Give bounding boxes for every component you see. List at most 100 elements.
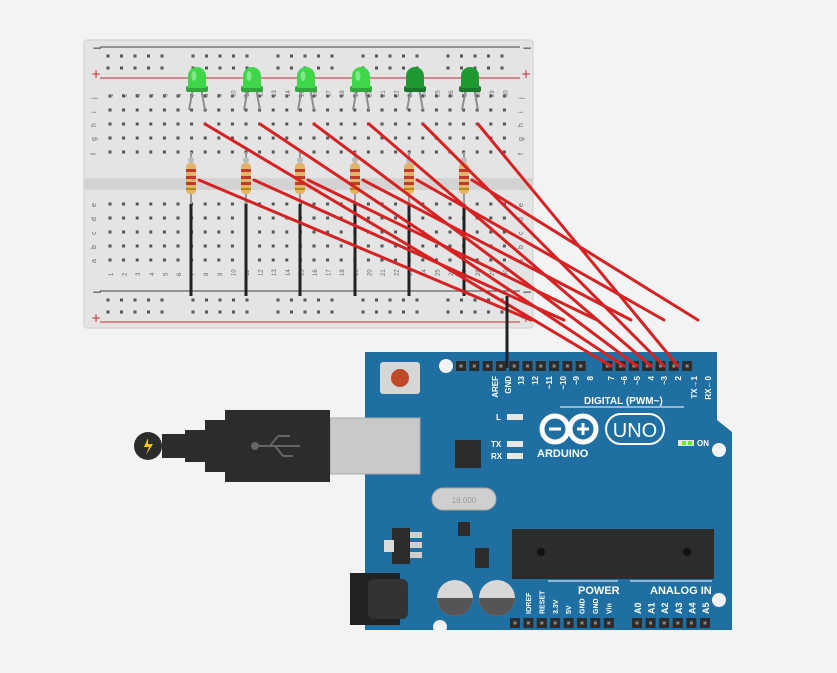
breadboard-hole[interactable] bbox=[394, 230, 398, 234]
breadboard-hole[interactable] bbox=[217, 244, 221, 248]
breadboard-hole[interactable] bbox=[312, 216, 316, 220]
breadboard-hole[interactable] bbox=[276, 310, 280, 314]
breadboard-hole[interactable] bbox=[190, 108, 194, 112]
breadboard-hole[interactable] bbox=[160, 310, 164, 314]
breadboard-hole[interactable] bbox=[190, 136, 194, 140]
breadboard-hole[interactable] bbox=[394, 108, 398, 112]
breadboard-hole[interactable] bbox=[415, 298, 419, 302]
breadboard-hole[interactable] bbox=[312, 244, 316, 248]
breadboard-hole[interactable] bbox=[162, 122, 166, 126]
breadboard-hole[interactable] bbox=[339, 108, 343, 112]
breadboard-hole[interactable] bbox=[339, 136, 343, 140]
breadboard-hole[interactable] bbox=[380, 244, 384, 248]
breadboard-hole[interactable] bbox=[434, 230, 438, 234]
breadboard-hole[interactable] bbox=[160, 298, 164, 302]
breadboard-hole[interactable] bbox=[473, 298, 477, 302]
breadboard-hole[interactable] bbox=[326, 216, 330, 220]
breadboard-hole[interactable] bbox=[434, 202, 438, 206]
breadboard-hole[interactable] bbox=[361, 310, 365, 314]
breadboard-hole[interactable] bbox=[402, 66, 405, 70]
breadboard-hole[interactable] bbox=[326, 150, 330, 154]
breadboard-hole[interactable] bbox=[149, 244, 153, 248]
breadboard-hole[interactable] bbox=[122, 244, 126, 248]
breadboard-hole[interactable] bbox=[434, 258, 438, 262]
breadboard-hole[interactable] bbox=[258, 244, 262, 248]
breadboard-hole[interactable] bbox=[290, 298, 293, 302]
breadboard-hole[interactable] bbox=[149, 230, 153, 234]
breadboard-hole[interactable] bbox=[230, 150, 234, 154]
breadboard-hole[interactable] bbox=[176, 202, 180, 206]
breadboard-hole[interactable] bbox=[475, 136, 479, 140]
breadboard-hole[interactable] bbox=[394, 122, 398, 126]
breadboard-hole[interactable] bbox=[339, 258, 343, 262]
breadboard-hole[interactable] bbox=[271, 258, 275, 262]
breadboard-hole[interactable] bbox=[203, 202, 207, 206]
breadboard-hole[interactable] bbox=[330, 54, 334, 58]
breadboard-hole[interactable] bbox=[135, 94, 139, 98]
breadboard-hole[interactable] bbox=[217, 216, 221, 220]
reset-button[interactable] bbox=[380, 362, 420, 394]
breadboard-hole[interactable] bbox=[106, 310, 110, 314]
breadboard-hole[interactable] bbox=[276, 298, 280, 302]
breadboard-hole[interactable] bbox=[502, 150, 506, 154]
breadboard-hole[interactable] bbox=[353, 136, 357, 140]
breadboard-hole[interactable] bbox=[290, 66, 293, 70]
breadboard-hole[interactable] bbox=[149, 136, 153, 140]
breadboard-hole[interactable] bbox=[108, 94, 112, 98]
breadboard-hole[interactable] bbox=[203, 258, 207, 262]
resistor[interactable] bbox=[241, 152, 251, 204]
breadboard-hole[interactable] bbox=[366, 216, 370, 220]
breadboard-hole[interactable] bbox=[375, 310, 378, 314]
breadboard-hole[interactable] bbox=[190, 122, 194, 126]
breadboard-hole[interactable] bbox=[258, 94, 262, 98]
breadboard-hole[interactable] bbox=[500, 54, 504, 58]
breadboard-hole[interactable] bbox=[402, 54, 405, 58]
breadboard-hole[interactable] bbox=[434, 108, 438, 112]
breadboard-hole[interactable] bbox=[339, 122, 343, 126]
breadboard-hole[interactable] bbox=[120, 310, 123, 314]
breadboard-hole[interactable] bbox=[394, 94, 398, 98]
breadboard-hole[interactable] bbox=[388, 298, 392, 302]
breadboard-hole[interactable] bbox=[415, 310, 419, 314]
breadboard-hole[interactable] bbox=[230, 258, 234, 262]
breadboard-hole[interactable] bbox=[271, 216, 275, 220]
breadboard-hole[interactable] bbox=[258, 136, 262, 140]
signal-wire[interactable] bbox=[415, 178, 666, 322]
breadboard-hole[interactable] bbox=[366, 244, 370, 248]
breadboard-hole[interactable] bbox=[394, 244, 398, 248]
signal-wires[interactable] bbox=[197, 122, 700, 368]
breadboard-hole[interactable] bbox=[285, 202, 289, 206]
breadboard-hole[interactable] bbox=[339, 244, 343, 248]
breadboard-hole[interactable] bbox=[149, 94, 153, 98]
breadboard-hole[interactable] bbox=[217, 108, 221, 112]
breadboard-hole[interactable] bbox=[502, 108, 506, 112]
breadboard-hole[interactable] bbox=[122, 258, 126, 262]
breadboard-hole[interactable] bbox=[339, 150, 343, 154]
breadboard-hole[interactable] bbox=[502, 230, 506, 234]
breadboard-hole[interactable] bbox=[475, 230, 479, 234]
breadboard-hole[interactable] bbox=[191, 310, 195, 314]
breadboard-hole[interactable] bbox=[258, 230, 262, 234]
breadboard-hole[interactable] bbox=[149, 258, 153, 262]
breadboard-hole[interactable] bbox=[475, 258, 479, 262]
breadboard-hole[interactable] bbox=[388, 310, 392, 314]
breadboard-hole[interactable] bbox=[135, 230, 139, 234]
breadboard-hole[interactable] bbox=[402, 298, 405, 302]
breadboard-hole[interactable] bbox=[122, 230, 126, 234]
breadboard-hole[interactable] bbox=[218, 66, 222, 70]
breadboard-hole[interactable] bbox=[245, 54, 249, 58]
breadboard-hole[interactable] bbox=[285, 94, 289, 98]
breadboard-hole[interactable] bbox=[473, 310, 477, 314]
breadboard-hole[interactable] bbox=[448, 258, 452, 262]
breadboard-hole[interactable] bbox=[276, 54, 280, 58]
breadboard-hole[interactable] bbox=[285, 230, 289, 234]
breadboard-hole[interactable] bbox=[218, 310, 222, 314]
breadboard-hole[interactable] bbox=[122, 136, 126, 140]
led[interactable] bbox=[241, 67, 263, 111]
breadboard-hole[interactable] bbox=[475, 150, 479, 154]
led[interactable] bbox=[186, 67, 208, 111]
breadboard-hole[interactable] bbox=[312, 258, 316, 262]
breadboard-hole[interactable] bbox=[326, 202, 330, 206]
breadboard-hole[interactable] bbox=[375, 298, 378, 302]
breadboard-hole[interactable] bbox=[448, 136, 452, 140]
